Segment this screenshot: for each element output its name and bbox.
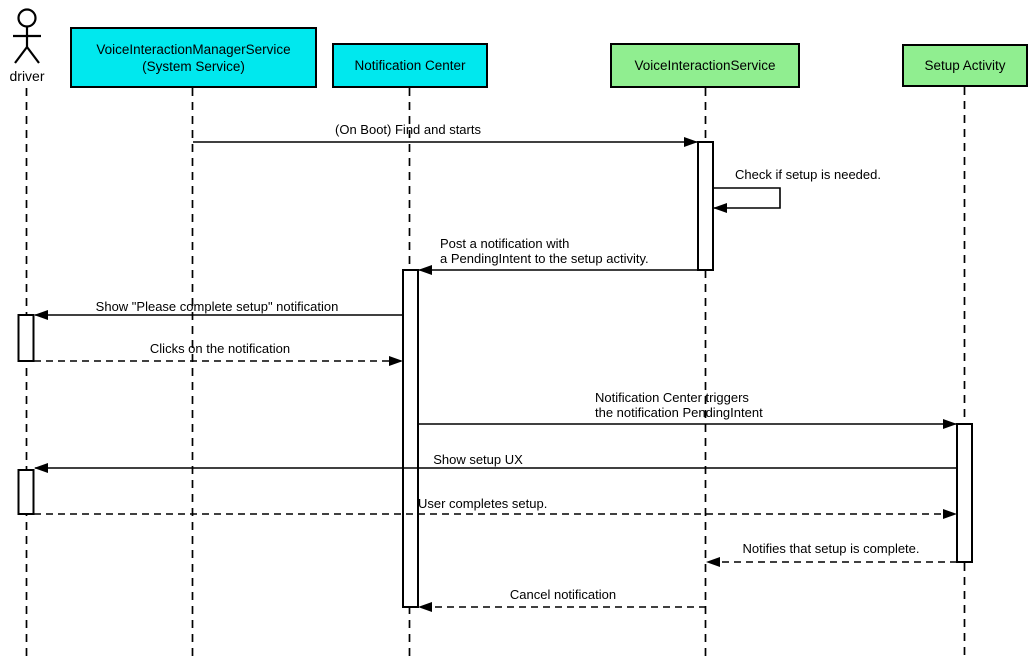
participant-voice-interaction-service: VoiceInteractionService [610,43,800,88]
participant-label: Setup Activity [924,58,1006,73]
message-on-boot-find-and-starts: (On Boot) Find and starts [335,122,481,137]
message-user-completes-setup: User completes setup. [418,496,548,511]
participant-label: VoiceInteractionService [634,58,776,73]
message-show-setup-ux: Show setup UX [433,452,523,467]
participant-notification-center: Notification Center [332,43,488,88]
participant-setup-activity: Setup Activity [902,44,1028,87]
message-clicks-on-the-notification: Clicks on the notification [149,341,291,356]
message-notifies-that-setup-is-complete: Notifies that setup is complete. [742,541,920,556]
activation-driver-2 [17,469,35,515]
activation-notification-center [402,269,419,608]
participant-voice-interaction-manager-service: VoiceInteractionManagerService (System S… [70,27,317,88]
participant-label-line1: VoiceInteractionManagerService [96,41,291,57]
actor-stick-figure-icon [13,8,41,64]
message-line2: a PendingIntent to the setup activity. [440,251,649,266]
message-line1: Post a notification with [440,236,570,251]
participant-label: Notification Center [354,58,466,73]
message-post-a-notification: Post a notification with a PendingIntent… [440,236,649,266]
message-line1: Notification Center triggers [595,390,749,405]
message-show-please-complete-setup-notification: Show "Please complete setup" notificatio… [95,299,339,314]
actor-label-driver: driver [9,68,45,84]
activation-setup-activity [956,423,973,563]
activation-voice-interaction-service [697,141,714,271]
message-cancel-notification: Cancel notification [509,587,617,602]
message-notification-center-triggers-pendingintent: Notification Center triggers the notific… [595,390,763,420]
message-check-if-setup-is-needed: Check if setup is needed. [735,167,881,182]
activation-driver-1 [17,314,35,362]
participant-label-line2: (System Service) [142,58,245,74]
arrow-check-if-setup-is-needed [713,187,781,213]
message-line2: the notification PendingIntent [595,405,763,420]
